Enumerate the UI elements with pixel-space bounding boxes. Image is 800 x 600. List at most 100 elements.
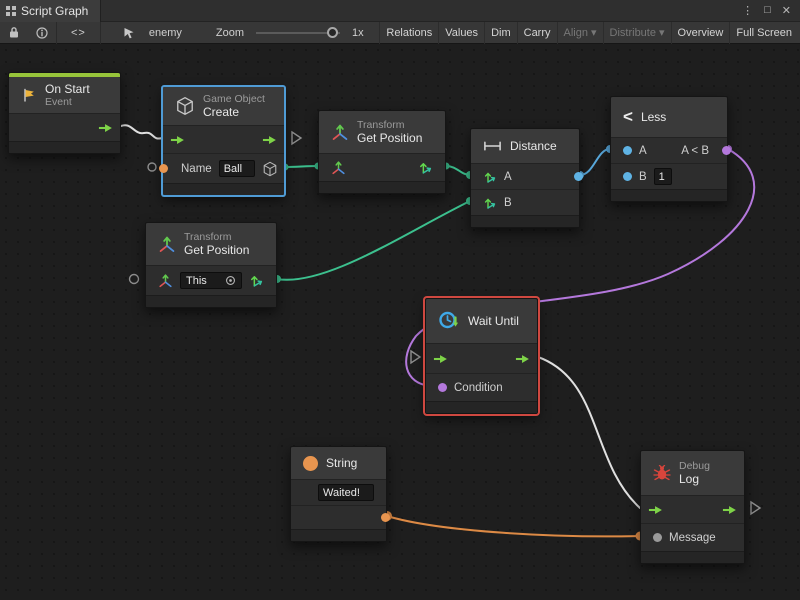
flow-output-port[interactable] <box>722 505 737 515</box>
message-input-port[interactable] <box>653 533 662 542</box>
node-subtitle: Get Position <box>357 131 422 145</box>
port-row: Message <box>641 523 744 551</box>
input-a-port[interactable] <box>623 146 632 155</box>
align-button[interactable]: Align▾ <box>557 22 603 44</box>
transform-input-port[interactable] <box>158 273 173 288</box>
port-row: B <box>471 189 579 215</box>
node-footer <box>146 295 276 307</box>
flow-row <box>163 125 284 153</box>
node-debug-log[interactable]: Debug Log Message <box>640 450 745 564</box>
port-row: Name <box>163 153 284 183</box>
flow-input-port[interactable] <box>433 354 448 364</box>
string-value-input[interactable] <box>318 484 374 501</box>
node-footer <box>291 529 386 541</box>
node-title: Debug <box>679 460 710 473</box>
b-value-input[interactable] <box>654 168 672 185</box>
window-menu-icon[interactable]: ⋮ <box>742 4 753 17</box>
flow-output-port[interactable] <box>515 354 530 364</box>
node-subtitle: Log <box>679 472 710 486</box>
node-wait-until[interactable]: Wait Until Condition <box>425 298 538 414</box>
node-get-position-1[interactable]: Transform Get Position <box>318 110 446 194</box>
flow-output-port[interactable] <box>98 123 113 133</box>
node-header: Transform Get Position <box>319 111 445 153</box>
inspect-icon[interactable] <box>28 22 56 44</box>
tab-script-graph[interactable]: Script Graph <box>0 0 101 22</box>
node-footer <box>611 189 727 201</box>
transform-gizmo-icon <box>331 123 349 141</box>
node-subtitle: Get Position <box>184 243 249 257</box>
flow-output-port[interactable] <box>262 135 277 145</box>
result-output-port[interactable] <box>722 146 731 155</box>
zoom-label: Zoom <box>210 27 250 39</box>
node-subtitle: Event <box>45 96 90 109</box>
object-picker-icon[interactable] <box>225 275 236 286</box>
vector3-input-icon <box>483 196 497 210</box>
vector3-output-port[interactable] <box>418 160 433 175</box>
close-icon[interactable]: ✕ <box>782 4 791 17</box>
port-label: B <box>639 171 647 183</box>
node-on-start-event[interactable]: On Start Event <box>8 72 121 154</box>
node-title: Game Object <box>203 93 265 106</box>
node-header: Debug Log <box>641 451 744 495</box>
port-row: A A < B <box>611 137 727 163</box>
transform-gizmo-icon <box>158 235 176 253</box>
graph-target-name[interactable]: enemy <box>143 27 188 39</box>
input-b-port[interactable] <box>623 172 632 181</box>
node-title: Transform <box>184 231 249 244</box>
lock-icon[interactable] <box>0 22 28 44</box>
flow-input-port[interactable] <box>648 505 663 515</box>
node-footer <box>163 183 284 195</box>
carry-button[interactable]: Carry <box>517 22 557 44</box>
port-label: Condition <box>454 382 503 394</box>
port-row: A <box>471 163 579 189</box>
port-label: Name <box>181 163 212 175</box>
flow-row <box>426 343 537 373</box>
result-label: A < B <box>681 145 709 157</box>
node-footer <box>9 141 120 153</box>
name-value-input[interactable] <box>219 160 255 177</box>
node-less[interactable]: < Less A A < B B <box>610 96 728 202</box>
bug-icon <box>653 465 671 481</box>
string-output-port[interactable] <box>381 513 390 522</box>
node-header: Distance <box>471 129 579 163</box>
node-header: Transform Get Position <box>146 223 276 265</box>
edit-code-icon[interactable]: <> <box>57 22 100 44</box>
relations-button[interactable]: Relations <box>379 22 438 44</box>
node-get-position-2[interactable]: Transform Get Position This <box>145 222 277 308</box>
target-object-picker[interactable]: This <box>180 272 242 289</box>
node-subtitle: Create <box>203 105 265 119</box>
fullscreen-button[interactable]: Full Screen <box>729 22 800 44</box>
result-output-port[interactable] <box>574 172 583 181</box>
picker-value: This <box>186 275 207 287</box>
gameobject-output-port[interactable] <box>262 161 278 177</box>
port-label: B <box>504 197 512 209</box>
node-header: String <box>291 447 386 479</box>
tab-title: Script Graph <box>21 4 88 18</box>
separator <box>100 22 101 44</box>
node-title: Transform <box>357 119 422 132</box>
window-titlebar: Script Graph ⋮ □ ✕ <box>0 0 800 22</box>
flow-row <box>641 495 744 523</box>
dim-button[interactable]: Dim <box>484 22 517 44</box>
node-string-literal[interactable]: String <box>290 446 387 542</box>
node-header: < Less <box>611 97 727 137</box>
zoom-slider-handle[interactable] <box>327 27 338 38</box>
port-row <box>9 113 120 141</box>
port-label: A <box>504 171 512 183</box>
condition-input-port[interactable] <box>438 383 447 392</box>
node-header: Game Object Create <box>163 87 284 125</box>
node-distance[interactable]: Distance A B <box>470 128 580 228</box>
values-button[interactable]: Values <box>438 22 484 44</box>
zoom-slider[interactable] <box>256 32 340 34</box>
flow-input-port[interactable] <box>170 135 185 145</box>
name-input-port[interactable] <box>159 164 168 173</box>
less-than-icon: < <box>623 107 633 127</box>
transform-input-port[interactable] <box>331 160 346 175</box>
node-gameobject-create[interactable]: Game Object Create Name <box>162 86 285 196</box>
wait-clock-icon <box>438 310 460 332</box>
distribute-button[interactable]: Distribute▾ <box>603 22 671 44</box>
vector3-output-port[interactable] <box>249 273 264 288</box>
vector3-input-icon <box>483 170 497 184</box>
maximize-icon[interactable]: □ <box>764 4 771 17</box>
overview-button[interactable]: Overview <box>671 22 730 44</box>
